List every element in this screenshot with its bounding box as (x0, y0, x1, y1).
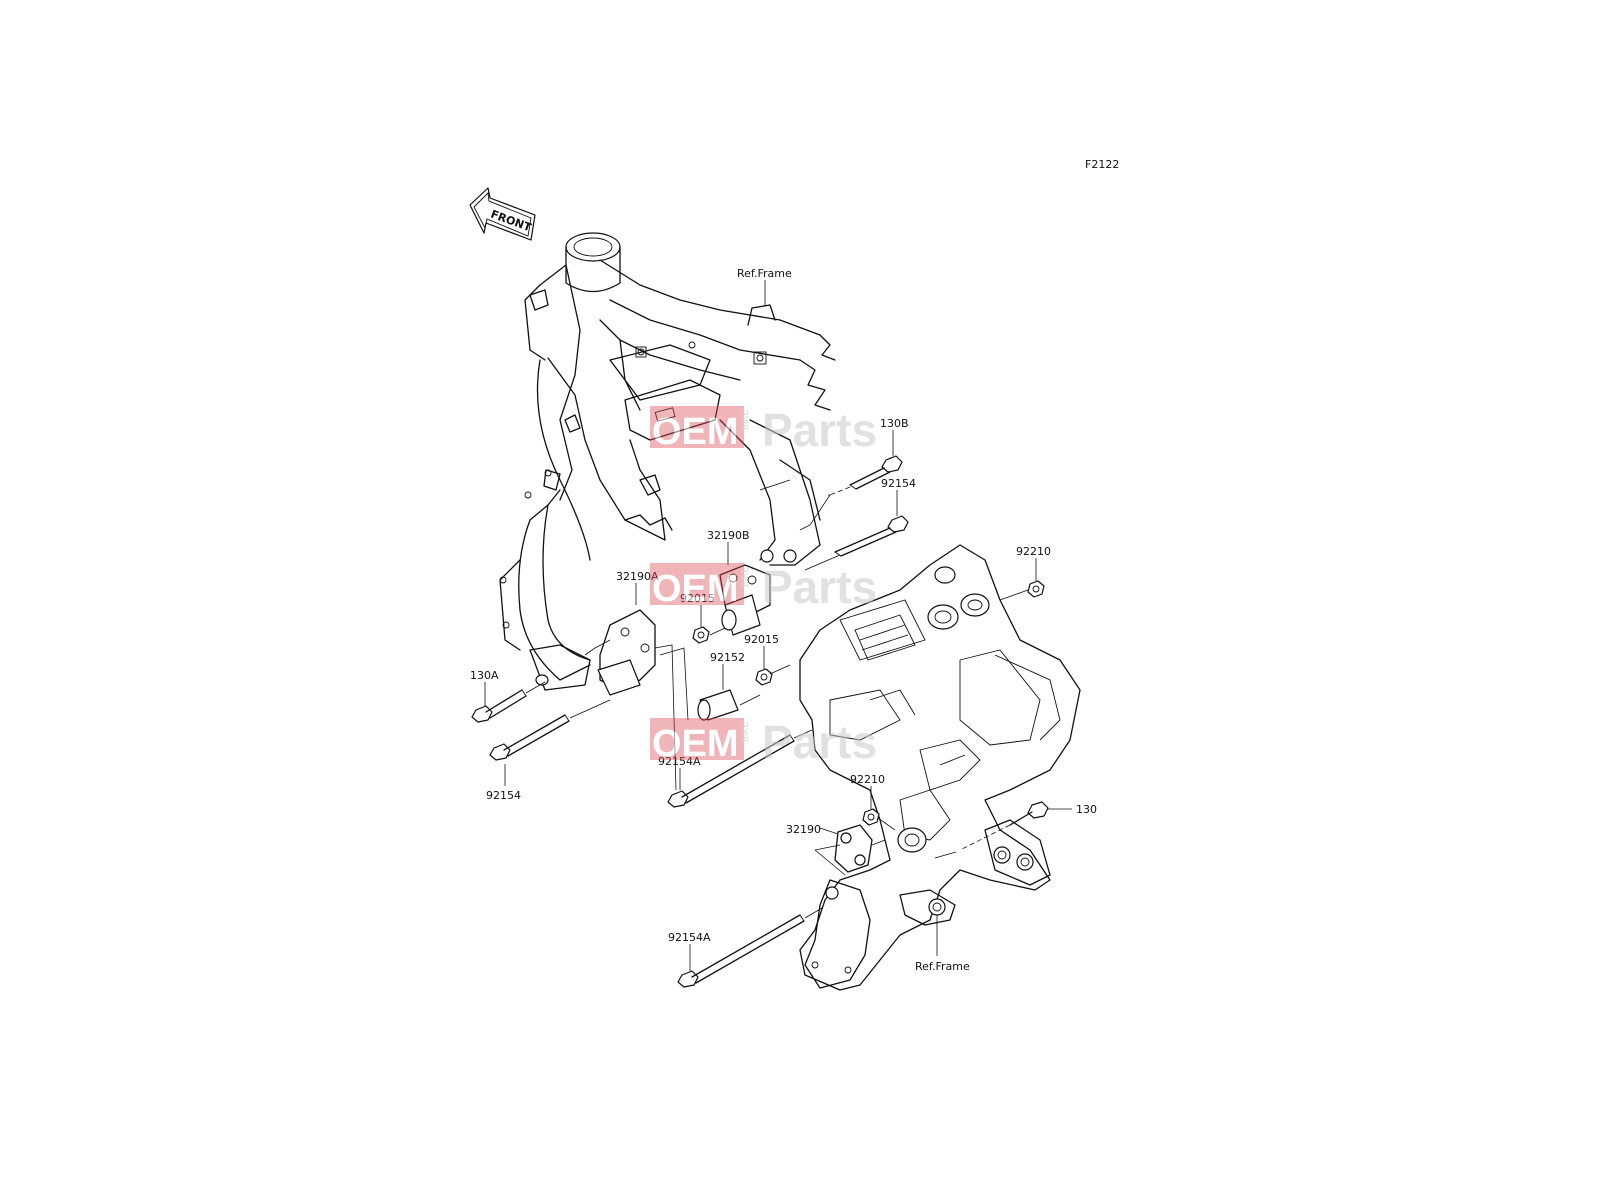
callout-ref-frame-bottom: Ref.Frame (915, 960, 970, 973)
watermark-parts-text: Parts (762, 404, 877, 456)
watermark-bike-text: BIKE (740, 409, 750, 430)
watermark-row-3: OEM BIKE Parts (650, 716, 877, 768)
watermark-parts-text: Parts (762, 716, 877, 768)
callout-92154a-bottom: 92154A (668, 931, 711, 944)
callout-32190b: 32190B (707, 529, 750, 542)
callout-ref-frame-top: Ref.Frame (737, 267, 792, 280)
callout-labels: Ref.Frame 130B 92154 32190B 92210 32190A… (470, 267, 1097, 973)
watermark-row-1: OEM BIKE Parts (650, 404, 877, 456)
callout-92154-top: 92154 (881, 477, 916, 490)
callout-92015-left: 92015 (680, 592, 715, 605)
front-arrow-icon: FRONT (469, 187, 536, 241)
alignment-lines (525, 486, 1029, 919)
watermark-parts-text: Parts (762, 561, 877, 613)
watermark-row-2: OEM BIKE Parts (650, 561, 877, 613)
callout-92015-right: 92015 (744, 633, 779, 646)
callout-leaders (484, 280, 1072, 971)
callout-130a: 130A (470, 669, 499, 682)
watermark-oem-text: OEM (652, 723, 739, 765)
watermark-oem-text: OEM (652, 411, 739, 453)
engine-drawing (799, 544, 1081, 991)
callout-92154-left: 92154 (486, 789, 521, 802)
watermark-oem-text: OEM (652, 568, 739, 610)
callout-92152: 92152 (710, 651, 745, 664)
callout-32190: 32190 (786, 823, 821, 836)
watermark: OEM BIKE Parts OEM BIKE Parts OEM BIKE P… (650, 404, 877, 768)
callout-130: 130 (1076, 803, 1097, 816)
callout-92210-lower: 92210 (850, 773, 885, 786)
diagram-code: F2122 (1085, 158, 1119, 171)
callout-130b: 130B (880, 417, 909, 430)
callout-92154a-mid: 92154A (658, 755, 701, 768)
callout-92210-right: 92210 (1016, 545, 1051, 558)
main-frame-drawing (499, 232, 836, 691)
watermark-bike-text: BIKE (740, 566, 750, 587)
callout-32190a: 32190A (616, 570, 659, 583)
watermark-bike-text: BIKE (740, 721, 750, 742)
mount-hardware-drawing (471, 455, 1049, 988)
